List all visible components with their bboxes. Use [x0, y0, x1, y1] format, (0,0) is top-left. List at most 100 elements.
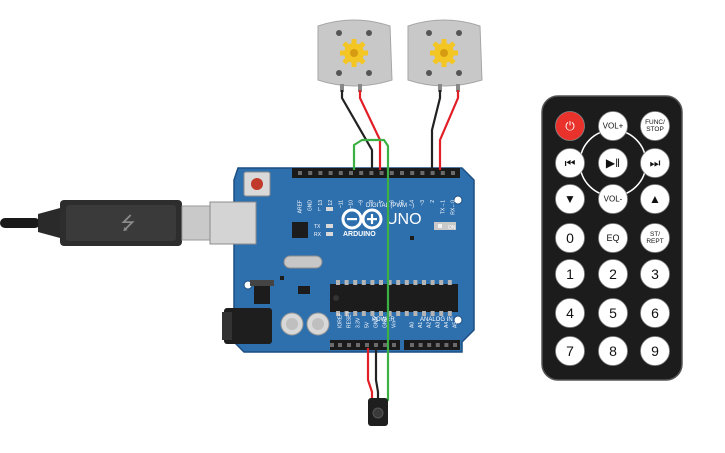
- header-pin-hole[interactable]: [410, 343, 414, 347]
- header-pin-hole[interactable]: [389, 171, 394, 175]
- remote-button-digit-7[interactable]: 7: [555, 336, 585, 366]
- header-pin-hole[interactable]: [338, 343, 342, 347]
- wire-black: [374, 348, 380, 402]
- remote-button-digit-3[interactable]: 3: [640, 259, 670, 289]
- remote-button-digit-2[interactable]: 2: [598, 259, 628, 289]
- header-pin-hole[interactable]: [374, 343, 378, 347]
- remote-button-label: 9: [651, 343, 659, 359]
- header-pin-hole[interactable]: [369, 171, 374, 175]
- header-pin-hole[interactable]: [451, 171, 455, 175]
- pin-label: ~11: [338, 200, 344, 208]
- motor-gear-icon: [430, 39, 458, 67]
- motor-terminal: [456, 84, 460, 92]
- header-pin-hole[interactable]: [349, 171, 353, 175]
- remote-button-label: 6: [651, 305, 659, 321]
- power-header-holes: [330, 343, 396, 347]
- remote-button-digit-5[interactable]: 5: [598, 298, 628, 328]
- pin-label: 3.3V: [356, 317, 362, 328]
- remote-button-power[interactable]: ⏻: [555, 111, 585, 141]
- voltage-regulator-tab: [250, 280, 274, 286]
- remote-button-play-pause[interactable]: ▶‖: [598, 148, 628, 178]
- remote-button-func-stop[interactable]: FUNC/STOP: [640, 111, 670, 141]
- remote-button-label: ▼: [564, 192, 576, 206]
- pin-label: ~6: [389, 200, 395, 206]
- pin-label: 2: [430, 200, 436, 203]
- pin-label: A2: [427, 322, 433, 328]
- header-pin-hole[interactable]: [379, 171, 384, 175]
- pin-label: A0: [410, 322, 416, 328]
- remote-button-label: VOL+: [603, 122, 624, 131]
- analog-header: [404, 340, 460, 350]
- header-pin-hole[interactable]: [392, 343, 396, 347]
- remote-button-st-rept[interactable]: ST/REPT: [640, 223, 670, 253]
- header-pin-hole[interactable]: [356, 343, 360, 347]
- header-pin-hole[interactable]: [444, 343, 449, 347]
- remote-button-vol-up[interactable]: VOL+: [598, 111, 628, 141]
- remote-button-digit-4[interactable]: 4: [555, 298, 585, 328]
- header-pin-hole[interactable]: [365, 343, 369, 347]
- analog-header-holes: [410, 343, 457, 347]
- header-pin-hole[interactable]: [318, 171, 323, 175]
- header-pin-hole[interactable]: [347, 343, 351, 347]
- wires: [340, 90, 460, 407]
- crystal-oscillator: [283, 255, 323, 269]
- reset-button-cap[interactable]: [251, 178, 263, 190]
- pin-label: 12: [328, 200, 334, 206]
- header-pin-hole[interactable]: [298, 171, 302, 175]
- remote-button-digit-9[interactable]: 9: [640, 336, 670, 366]
- smd-component: [280, 276, 284, 280]
- remote-button-prev[interactable]: ⏮: [555, 148, 585, 178]
- remote-button-label: 1: [566, 266, 574, 282]
- remote-button-label: 8: [609, 343, 617, 359]
- motor-gear-icon: [340, 39, 368, 67]
- pin-label: ~5: [400, 200, 406, 206]
- power-header-label: POWER: [372, 317, 395, 323]
- pin-label: GND: [383, 317, 389, 329]
- digital-header: [292, 168, 460, 178]
- remote-button-digit-6[interactable]: 6: [640, 298, 670, 328]
- header-pin-hole[interactable]: [418, 343, 423, 347]
- header-pin-hole[interactable]: [359, 171, 364, 175]
- usb-cable-wire: [0, 218, 40, 228]
- header-pin-hole[interactable]: [430, 171, 435, 175]
- header-pin-hole[interactable]: [420, 171, 425, 175]
- header-pin-hole[interactable]: [328, 171, 333, 175]
- remote-button-label: EQ: [606, 233, 619, 243]
- remote-button-next[interactable]: ⏭: [640, 148, 670, 178]
- remote-button-up[interactable]: ▲: [640, 184, 670, 214]
- led-rx-label: RX: [314, 232, 322, 238]
- header-pin-hole[interactable]: [410, 171, 415, 175]
- arduino-logo: [341, 208, 383, 230]
- header-pin-hole[interactable]: [427, 343, 432, 347]
- pin-label: AREF: [298, 200, 304, 213]
- remote-button-digit-0[interactable]: 0: [555, 223, 585, 253]
- led-tx: [326, 224, 333, 228]
- remote-button-vol-down[interactable]: VOL-: [598, 184, 628, 214]
- header-pin-hole[interactable]: [383, 343, 387, 347]
- ir-receiver-sensor: [368, 398, 388, 426]
- header-pin-hole[interactable]: [435, 343, 440, 347]
- header-pin-hole[interactable]: [440, 171, 445, 175]
- wire-black: [430, 90, 442, 170]
- pin-label: IOREF: [338, 313, 344, 328]
- remote-button-eq[interactable]: EQ: [598, 223, 628, 253]
- mount-hole: [453, 315, 463, 325]
- remote-button-digit-8[interactable]: 8: [598, 336, 628, 366]
- chip-legs: [336, 311, 452, 316]
- pin-label: ~10: [349, 200, 355, 209]
- header-pin-hole[interactable]: [453, 343, 457, 347]
- remote-button-digit-1[interactable]: 1: [555, 259, 585, 289]
- digital-header-label: DIGITAL (PWM ~): [366, 203, 414, 209]
- header-pin-hole: [330, 343, 334, 347]
- remote-button-down[interactable]: ▼: [555, 184, 585, 214]
- header-pin-hole[interactable]: [338, 171, 343, 175]
- remote-button-label: 4: [566, 305, 574, 321]
- header-pin-hole[interactable]: [308, 171, 313, 175]
- led-tx-label: TX: [314, 224, 321, 230]
- pin-label: 5V: [365, 321, 371, 328]
- header-pin-hole[interactable]: [400, 171, 404, 175]
- remote-button-label: 5: [609, 305, 617, 321]
